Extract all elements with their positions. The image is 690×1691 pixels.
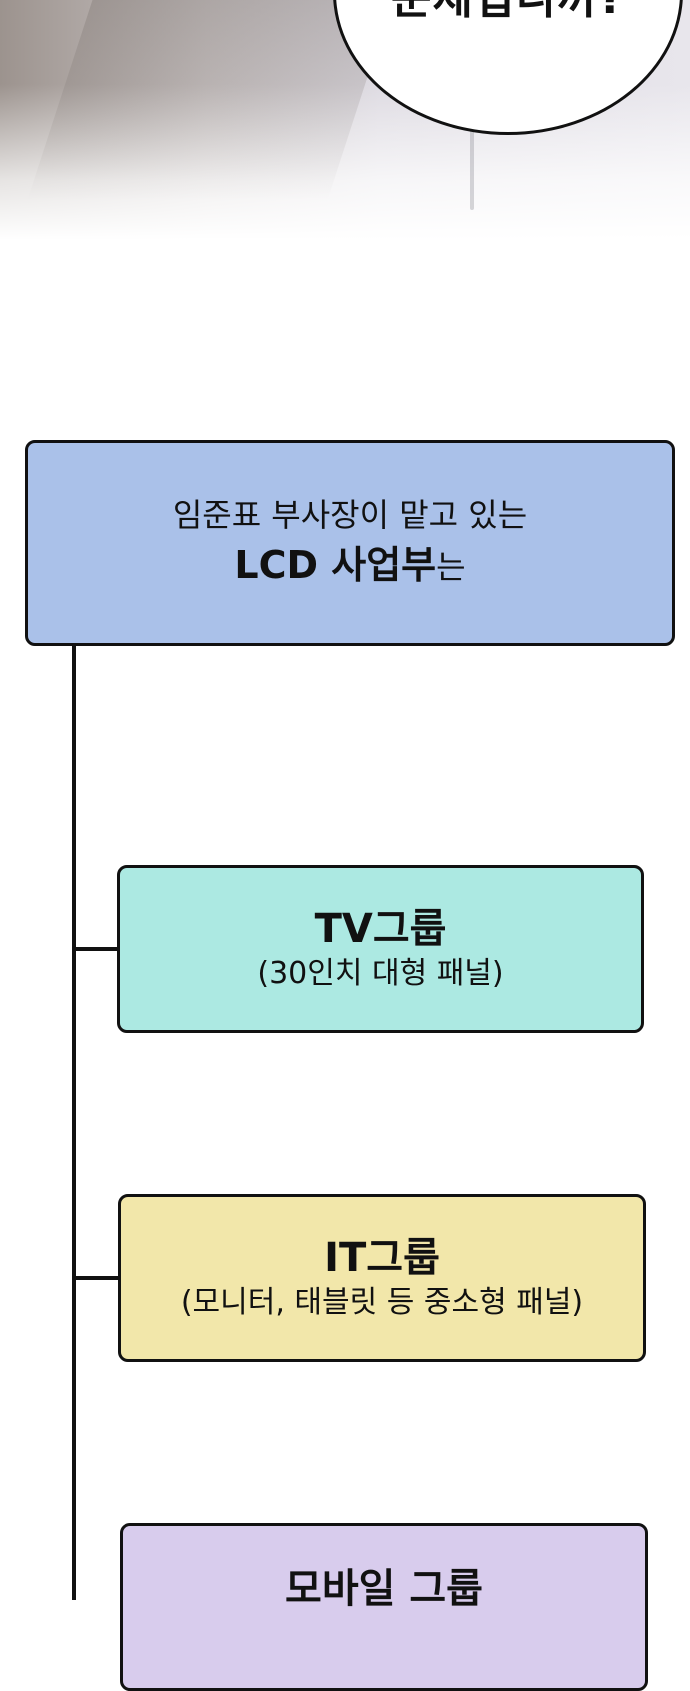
connector-trunk (72, 640, 76, 1600)
node-tv-group: TV그룹 (30인치 대형 패널) (117, 865, 644, 1033)
node-tv-group-subtitle: (30인치 대형 패널) (257, 956, 504, 991)
root-node-division-name: LCD 사업부 (234, 543, 437, 587)
node-mobile-group-title: 모바일 그룹 (285, 1566, 483, 1612)
connector-branch-it (72, 1276, 119, 1280)
root-node-line2: LCD 사업부는 (234, 538, 465, 594)
root-node-lcd-division: 임준표 부사장이 맡고 있는 LCD 사업부는 (25, 440, 675, 646)
node-it-group: IT그룹 (모니터, 태블릿 등 중소형 패널) (118, 1194, 646, 1362)
node-it-group-subtitle: (모니터, 태블릿 등 중소형 패널) (180, 1285, 584, 1320)
root-node-line1: 임준표 부사장이 맡고 있는 (172, 496, 528, 534)
node-mobile-group: 모바일 그룹 (120, 1523, 648, 1691)
speech-bubble-text: 문제입니까? (336, 0, 680, 25)
org-diagram: 임준표 부사장이 맡고 있는 LCD 사업부는 TV그룹 (30인치 대형 패널… (25, 440, 675, 1691)
node-it-group-title: IT그룹 (324, 1235, 440, 1281)
root-node-suffix: 는 (436, 548, 466, 586)
node-tv-group-title: TV그룹 (314, 906, 447, 952)
connector-branch-tv (72, 947, 118, 951)
panel-fold-line (470, 120, 474, 210)
